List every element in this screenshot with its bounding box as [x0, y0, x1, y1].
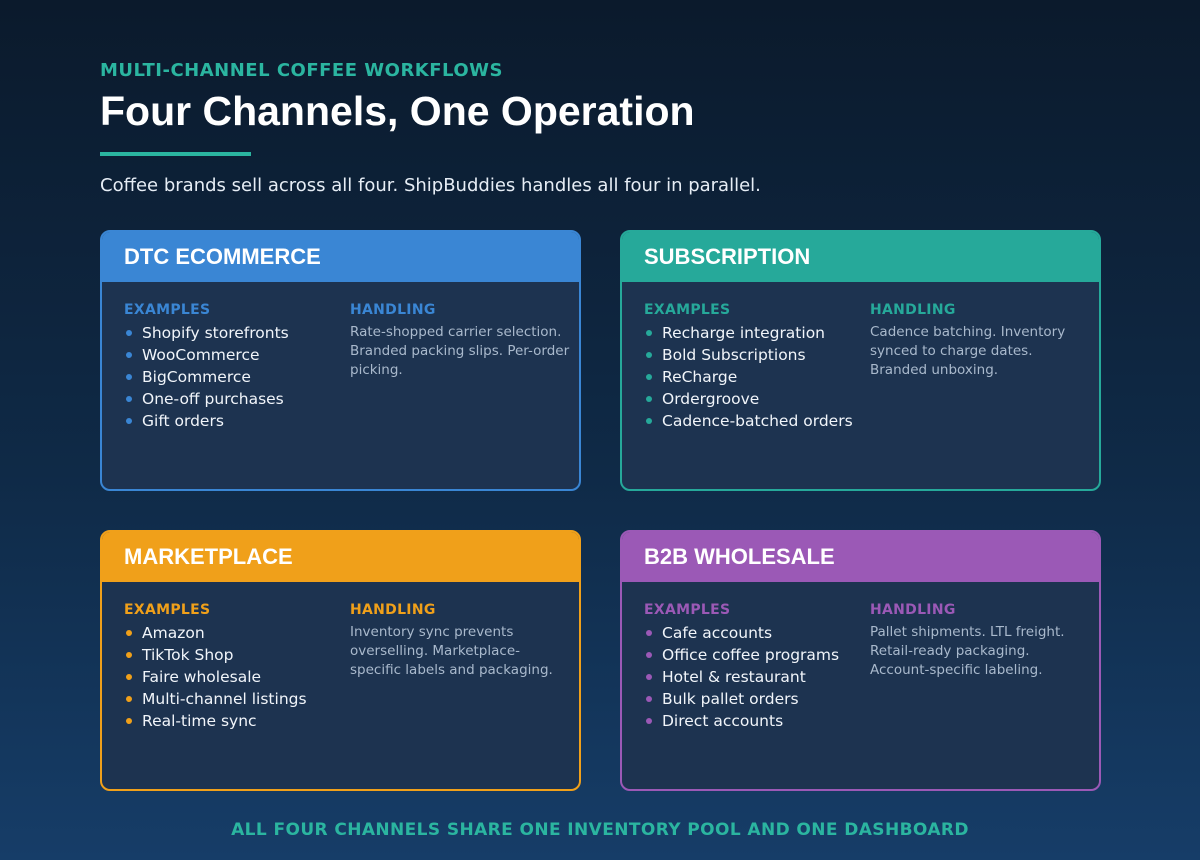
- bullet-dot-icon: [646, 696, 652, 702]
- example-text: TikTok Shop: [142, 646, 234, 664]
- example-text: Bulk pallet orders: [662, 690, 799, 708]
- example-text: Cafe accounts: [662, 624, 773, 642]
- list-item: Bulk pallet orders: [644, 688, 839, 710]
- handling-description: Cadence batching. Inventory synced to ch…: [870, 324, 1066, 378]
- bullet-dot-icon: [126, 718, 132, 724]
- page-subtitle: Coffee brands sell across all four. Ship…: [100, 175, 761, 196]
- bullet-dot-icon: [646, 330, 652, 336]
- card-body: EXAMPLES HANDLING Amazon TikTok Shop Fai…: [102, 582, 579, 789]
- handling-label: HANDLING: [350, 302, 436, 318]
- list-item: Ordergroove: [644, 388, 853, 410]
- examples-list: Recharge integration Bold Subscriptions …: [644, 322, 853, 432]
- handling-description: Inventory sync prevents overselling. Mar…: [350, 624, 553, 678]
- card-body: EXAMPLES HANDLING Shopify storefronts Wo…: [102, 282, 579, 489]
- handling-label: HANDLING: [870, 602, 956, 618]
- bullet-dot-icon: [646, 630, 652, 636]
- card-header: DTC ECOMMERCE: [102, 232, 579, 282]
- handling-label: HANDLING: [350, 602, 436, 618]
- examples-label: EXAMPLES: [644, 602, 731, 618]
- bullet-dot-icon: [126, 652, 132, 658]
- list-item: Cafe accounts: [644, 622, 839, 644]
- card-title: B2B WHOLESALE: [644, 544, 835, 569]
- example-text: Direct accounts: [662, 712, 784, 730]
- example-text: Bold Subscriptions: [662, 346, 806, 364]
- card-title: MARKETPLACE: [124, 544, 293, 569]
- examples-label: EXAMPLES: [644, 302, 731, 318]
- bullet-dot-icon: [126, 330, 132, 336]
- card-header: MARKETPLACE: [102, 532, 579, 582]
- list-item: Shopify storefronts: [124, 322, 289, 344]
- example-text: Ordergroove: [662, 390, 760, 408]
- list-item: WooCommerce: [124, 344, 289, 366]
- card-header: SUBSCRIPTION: [622, 232, 1099, 282]
- examples-list: Cafe accounts Office coffee programs Hot…: [644, 622, 839, 732]
- channel-card-dtc-ecommerce: DTC ECOMMERCE EXAMPLES HANDLING Shopify …: [100, 230, 581, 491]
- example-text: Shopify storefronts: [142, 324, 289, 342]
- card-body: EXAMPLES HANDLING Recharge integration B…: [622, 282, 1099, 489]
- list-item: Bold Subscriptions: [644, 344, 853, 366]
- list-item: One-off purchases: [124, 388, 289, 410]
- bullet-dot-icon: [646, 718, 652, 724]
- list-item: Multi-channel listings: [124, 688, 307, 710]
- example-text: Cadence-batched orders: [662, 412, 853, 430]
- page-title: Four Channels, One Operation: [100, 88, 695, 134]
- card-title: DTC ECOMMERCE: [124, 244, 321, 269]
- list-item: Amazon: [124, 622, 307, 644]
- bullet-dot-icon: [126, 696, 132, 702]
- channel-card-subscription: SUBSCRIPTION EXAMPLES HANDLING Recharge …: [620, 230, 1101, 491]
- title-underline: [100, 152, 251, 156]
- card-body: EXAMPLES HANDLING Cafe accounts Office c…: [622, 582, 1099, 789]
- list-item: ReCharge: [644, 366, 853, 388]
- list-item: Faire wholesale: [124, 666, 307, 688]
- bullet-dot-icon: [126, 674, 132, 680]
- example-text: Gift orders: [142, 412, 224, 430]
- bullet-dot-icon: [126, 630, 132, 636]
- bullet-dot-icon: [126, 374, 132, 380]
- bullet-dot-icon: [646, 674, 652, 680]
- example-text: Hotel & restaurant: [662, 668, 806, 686]
- bullet-dot-icon: [646, 418, 652, 424]
- channel-card-marketplace: MARKETPLACE EXAMPLES HANDLING Amazon Tik…: [100, 530, 581, 791]
- example-text: Multi-channel listings: [142, 690, 307, 708]
- list-item: Gift orders: [124, 410, 289, 432]
- examples-label: EXAMPLES: [124, 602, 211, 618]
- bullet-dot-icon: [646, 652, 652, 658]
- list-item: Real-time sync: [124, 710, 307, 732]
- card-title: SUBSCRIPTION: [644, 244, 811, 269]
- handling-description: Pallet shipments. LTL freight. Retail-re…: [870, 624, 1065, 678]
- channel-card-b2b-wholesale: B2B WHOLESALE EXAMPLES HANDLING Cafe acc…: [620, 530, 1101, 791]
- list-item: Office coffee programs: [644, 644, 839, 666]
- list-item: BigCommerce: [124, 366, 289, 388]
- example-text: ReCharge: [662, 368, 738, 386]
- handling-description: Rate-shopped carrier selection. Branded …: [350, 324, 570, 378]
- list-item: Recharge integration: [644, 322, 853, 344]
- bullet-dot-icon: [646, 352, 652, 358]
- example-text: Recharge integration: [662, 324, 825, 342]
- example-text: Faire wholesale: [142, 668, 262, 686]
- bullet-dot-icon: [646, 396, 652, 402]
- example-text: WooCommerce: [142, 346, 260, 364]
- page: MULTI-CHANNEL COFFEE WORKFLOWS Four Chan…: [100, 0, 1101, 860]
- examples-list: Shopify storefronts WooCommerce BigComme…: [124, 322, 289, 432]
- list-item: Cadence-batched orders: [644, 410, 853, 432]
- list-item: Direct accounts: [644, 710, 839, 732]
- example-text: Office coffee programs: [662, 646, 840, 664]
- bullet-dot-icon: [126, 396, 132, 402]
- list-item: TikTok Shop: [124, 644, 307, 666]
- eyebrow: MULTI-CHANNEL COFFEE WORKFLOWS: [100, 60, 504, 81]
- example-text: One-off purchases: [142, 390, 284, 408]
- footer-note: ALL FOUR CHANNELS SHARE ONE INVENTORY PO…: [231, 820, 969, 840]
- handling-label: HANDLING: [870, 302, 956, 318]
- bullet-dot-icon: [126, 418, 132, 424]
- example-text: Real-time sync: [142, 712, 257, 730]
- card-header: B2B WHOLESALE: [622, 532, 1099, 582]
- bullet-dot-icon: [646, 374, 652, 380]
- example-text: BigCommerce: [142, 368, 251, 386]
- examples-list: Amazon TikTok Shop Faire wholesale Multi…: [124, 622, 307, 732]
- list-item: Hotel & restaurant: [644, 666, 839, 688]
- examples-label: EXAMPLES: [124, 302, 211, 318]
- bullet-dot-icon: [126, 352, 132, 358]
- example-text: Amazon: [142, 624, 205, 642]
